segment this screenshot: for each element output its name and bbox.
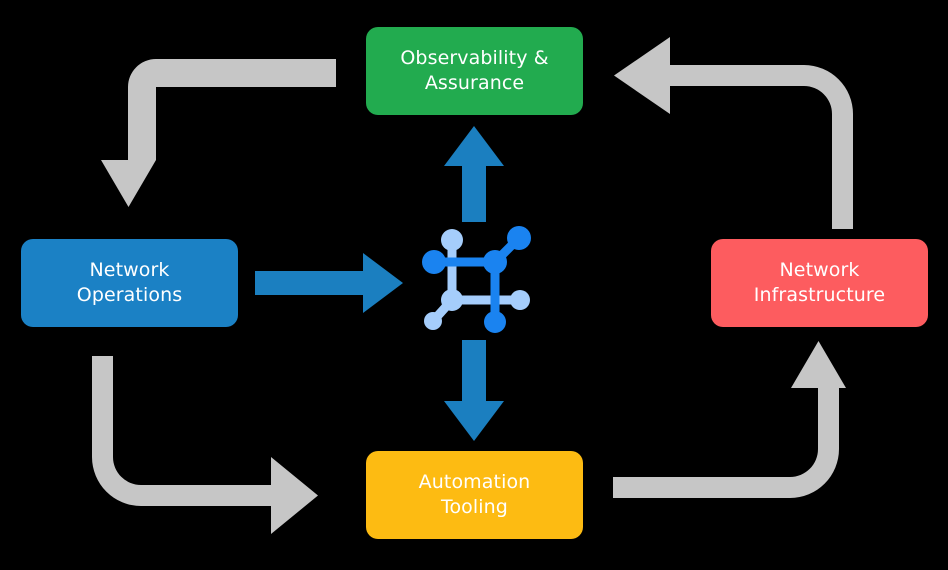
arrow-center-to-observability bbox=[444, 126, 504, 222]
network-icon-dark-links bbox=[430, 233, 524, 327]
node-observability-assurance[interactable]: Observability & Assurance bbox=[366, 27, 583, 115]
network-icon-dark-nodes bbox=[422, 226, 531, 333]
arrow-operations-to-automation bbox=[92, 356, 318, 534]
arrow-infrastructure-to-observability bbox=[614, 37, 853, 229]
node-automation-tooling[interactable]: Automation Tooling bbox=[366, 451, 583, 539]
arrow-operations-to-center bbox=[255, 253, 403, 313]
node-network-infrastructure[interactable]: Network Infrastructure bbox=[711, 239, 928, 327]
network-icon-light-nodes bbox=[424, 229, 530, 330]
node-network-operations[interactable]: Network Operations bbox=[21, 239, 238, 327]
arrow-center-to-automation bbox=[444, 340, 504, 441]
node-label-network-operations: Network Operations bbox=[76, 258, 183, 306]
node-label-automation-tooling: Automation Tooling bbox=[418, 470, 531, 518]
arrow-observability-to-operations bbox=[101, 59, 336, 207]
arrow-automation-to-infrastructure bbox=[613, 341, 846, 498]
network-icon-light-links bbox=[429, 236, 525, 325]
node-label-network-infrastructure: Network Infrastructure bbox=[753, 258, 886, 306]
node-label-observability: Observability & Assurance bbox=[400, 46, 549, 94]
